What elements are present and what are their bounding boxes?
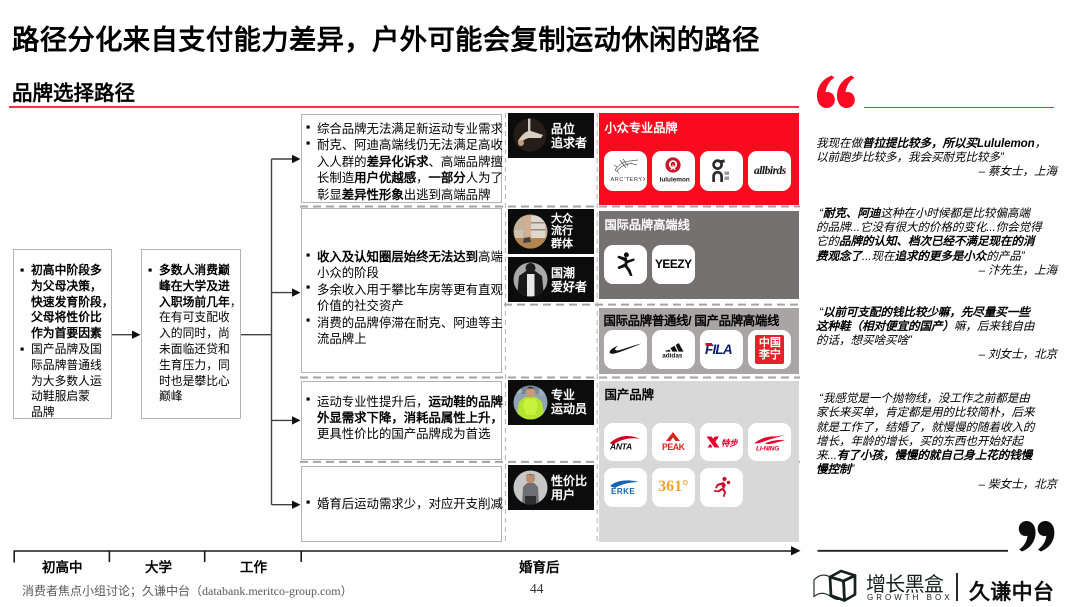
svg-text:FILA: FILA [705,343,732,356]
svg-text:adidas: adidas [662,353,683,358]
svg-text:LI-NING: LI-NING [756,445,779,451]
svg-text:特步: 特步 [721,438,738,448]
svg-text:lululemon: lululemon [660,176,690,183]
svg-text:ERKE: ERKE [611,487,635,495]
svg-text:ARC'TERYX: ARC'TERYX [611,177,646,183]
svg-text:ANTA: ANTA [609,442,632,452]
svg-text:PEAK: PEAK [662,442,686,452]
